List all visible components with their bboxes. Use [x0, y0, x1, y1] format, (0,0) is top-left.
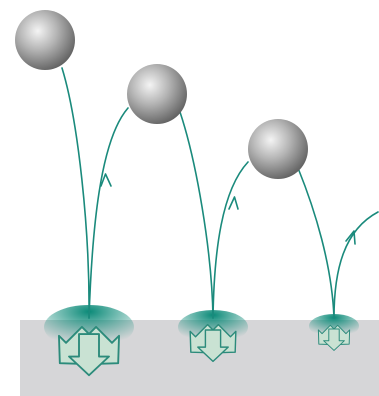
trajectory-fall-3 [297, 167, 335, 319]
impact-glow-2 [178, 310, 248, 344]
impact-glow-1 [44, 305, 134, 349]
trajectory-rise-3 [333, 211, 379, 319]
trajectory-fall-2 [179, 111, 214, 319]
trajectory-arrow-icon [228, 196, 239, 210]
trajectory-arrow-icon [100, 173, 112, 187]
impact-glow-3 [309, 314, 359, 338]
ball-icon [248, 119, 308, 179]
trajectory-rise-2 [212, 161, 249, 319]
ball-icon [15, 10, 75, 70]
ball-icon [127, 64, 187, 124]
trajectory-rise-1 [88, 107, 129, 319]
trajectory-arrow-icon [345, 230, 356, 245]
trajectory-fall-1 [61, 67, 90, 319]
